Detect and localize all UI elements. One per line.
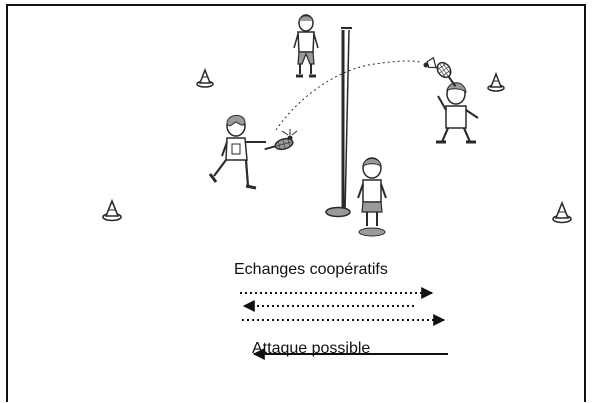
cone-icon: [196, 67, 214, 88]
diagram-frame: [6, 4, 586, 402]
caption-possible-attack: Attaque possible: [252, 340, 371, 357]
shuttlecock-icon: [423, 56, 437, 69]
child-figure-top: [293, 14, 319, 78]
child-figure-left: [208, 115, 266, 190]
caption-cooperative-exchanges: Echanges coopératifs: [234, 261, 388, 278]
net-post-icon: [325, 27, 352, 218]
child-figure-bottom: [357, 157, 387, 237]
racket-icon: [264, 137, 294, 151]
racket-icon: [436, 61, 457, 87]
cone-icon: [102, 198, 122, 222]
child-figure-right: [436, 82, 479, 144]
cone-icon: [552, 200, 572, 224]
cone-icon: [487, 71, 505, 92]
